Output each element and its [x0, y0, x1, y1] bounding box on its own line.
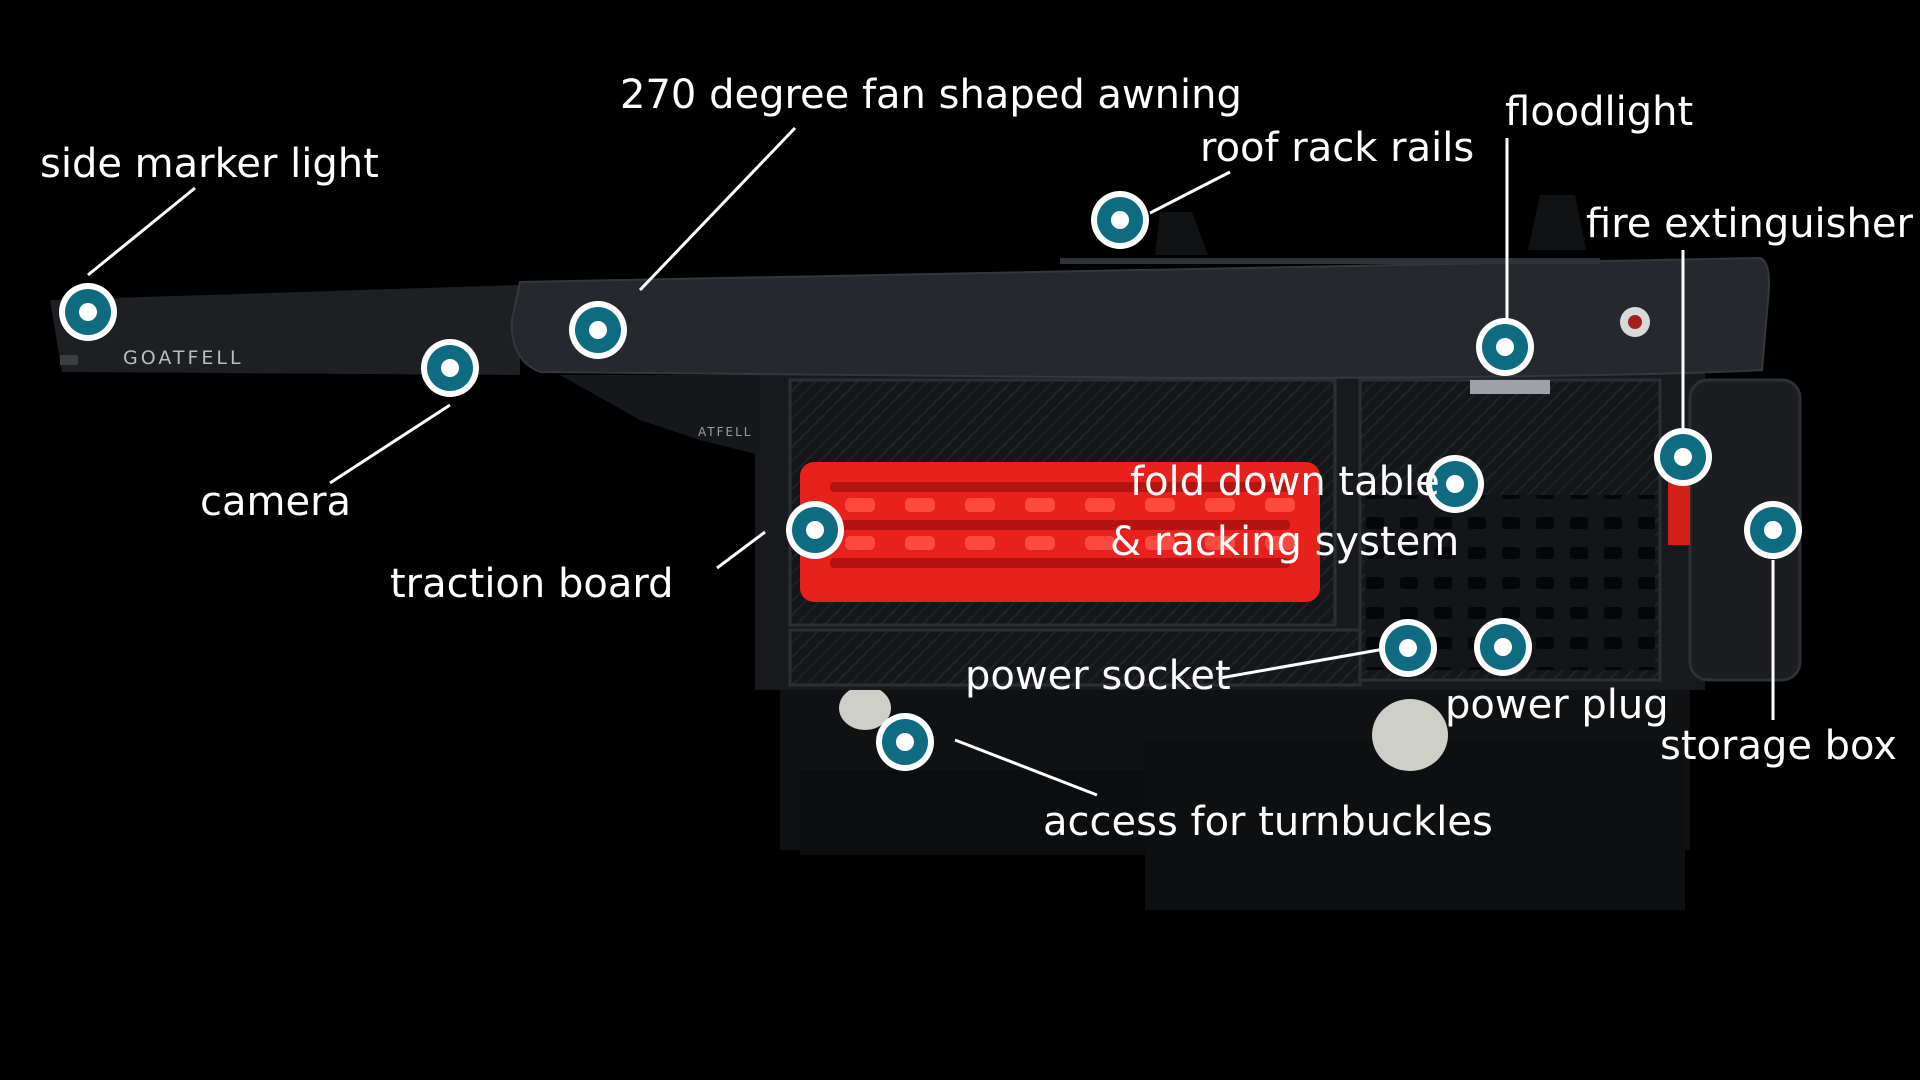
label-fold-down-table-line1: fold down table: [1130, 459, 1440, 505]
hotspot-roof-rack-icon: [1091, 191, 1149, 249]
fire-extinguisher-bracket: [1668, 470, 1690, 545]
label-fold-down-table-line2: & racking system: [1110, 519, 1460, 565]
hotspot-storage-box-icon: [1744, 501, 1802, 559]
label-awning: 270 degree fan shaped awning: [620, 72, 1242, 118]
label-fold-down-table: fold down table & racking system: [1110, 452, 1459, 572]
hotspot-fold-down-table-icon: [1426, 455, 1484, 513]
label-power-plug: power plug: [1445, 682, 1669, 728]
hotspot-power-plug-icon: [1474, 618, 1532, 676]
roof-rack: [1060, 195, 1600, 264]
hotspot-awning-icon: [569, 301, 627, 359]
hotspot-fire-extinguisher-icon: [1654, 428, 1712, 486]
hotspot-camera-icon: [421, 339, 479, 397]
hotspot-power-socket-icon: [1379, 619, 1437, 677]
label-camera: camera: [200, 479, 352, 525]
hotspots: [59, 191, 1802, 771]
floodlight-unit: [1470, 380, 1550, 394]
awning-bag: [510, 256, 1770, 380]
label-roof-rack-rails: roof rack rails: [1200, 125, 1475, 171]
brand-logo-rear: ATFELL: [698, 425, 752, 439]
traction-board: [800, 462, 1320, 602]
label-power-socket: power socket: [965, 653, 1231, 699]
label-access-turnbuckles: access for turnbuckles: [1043, 799, 1493, 845]
access-port-right: [1372, 699, 1448, 771]
hotspot-turnbuckles-icon: [876, 713, 934, 771]
leader-lines: [87, 126, 1775, 797]
side-arm: GOATFELL ATFELL: [50, 285, 760, 455]
access-port-left: [839, 686, 891, 730]
hotspot-side-marker-light-icon: [59, 283, 117, 341]
hotspot-traction-board-icon: [786, 501, 844, 559]
label-side-marker-light: side marker light: [40, 141, 379, 187]
brand-logo: GOATFELL: [123, 347, 244, 369]
label-storage-box: storage box: [1660, 723, 1897, 769]
hotspot-floodlight-icon: [1476, 318, 1534, 376]
label-traction-board: traction board: [390, 561, 674, 607]
label-floodlight: floodlight: [1505, 89, 1694, 135]
lower-tub: [780, 680, 1690, 910]
label-fire-extinguisher: fire extinguisher: [1586, 201, 1913, 247]
